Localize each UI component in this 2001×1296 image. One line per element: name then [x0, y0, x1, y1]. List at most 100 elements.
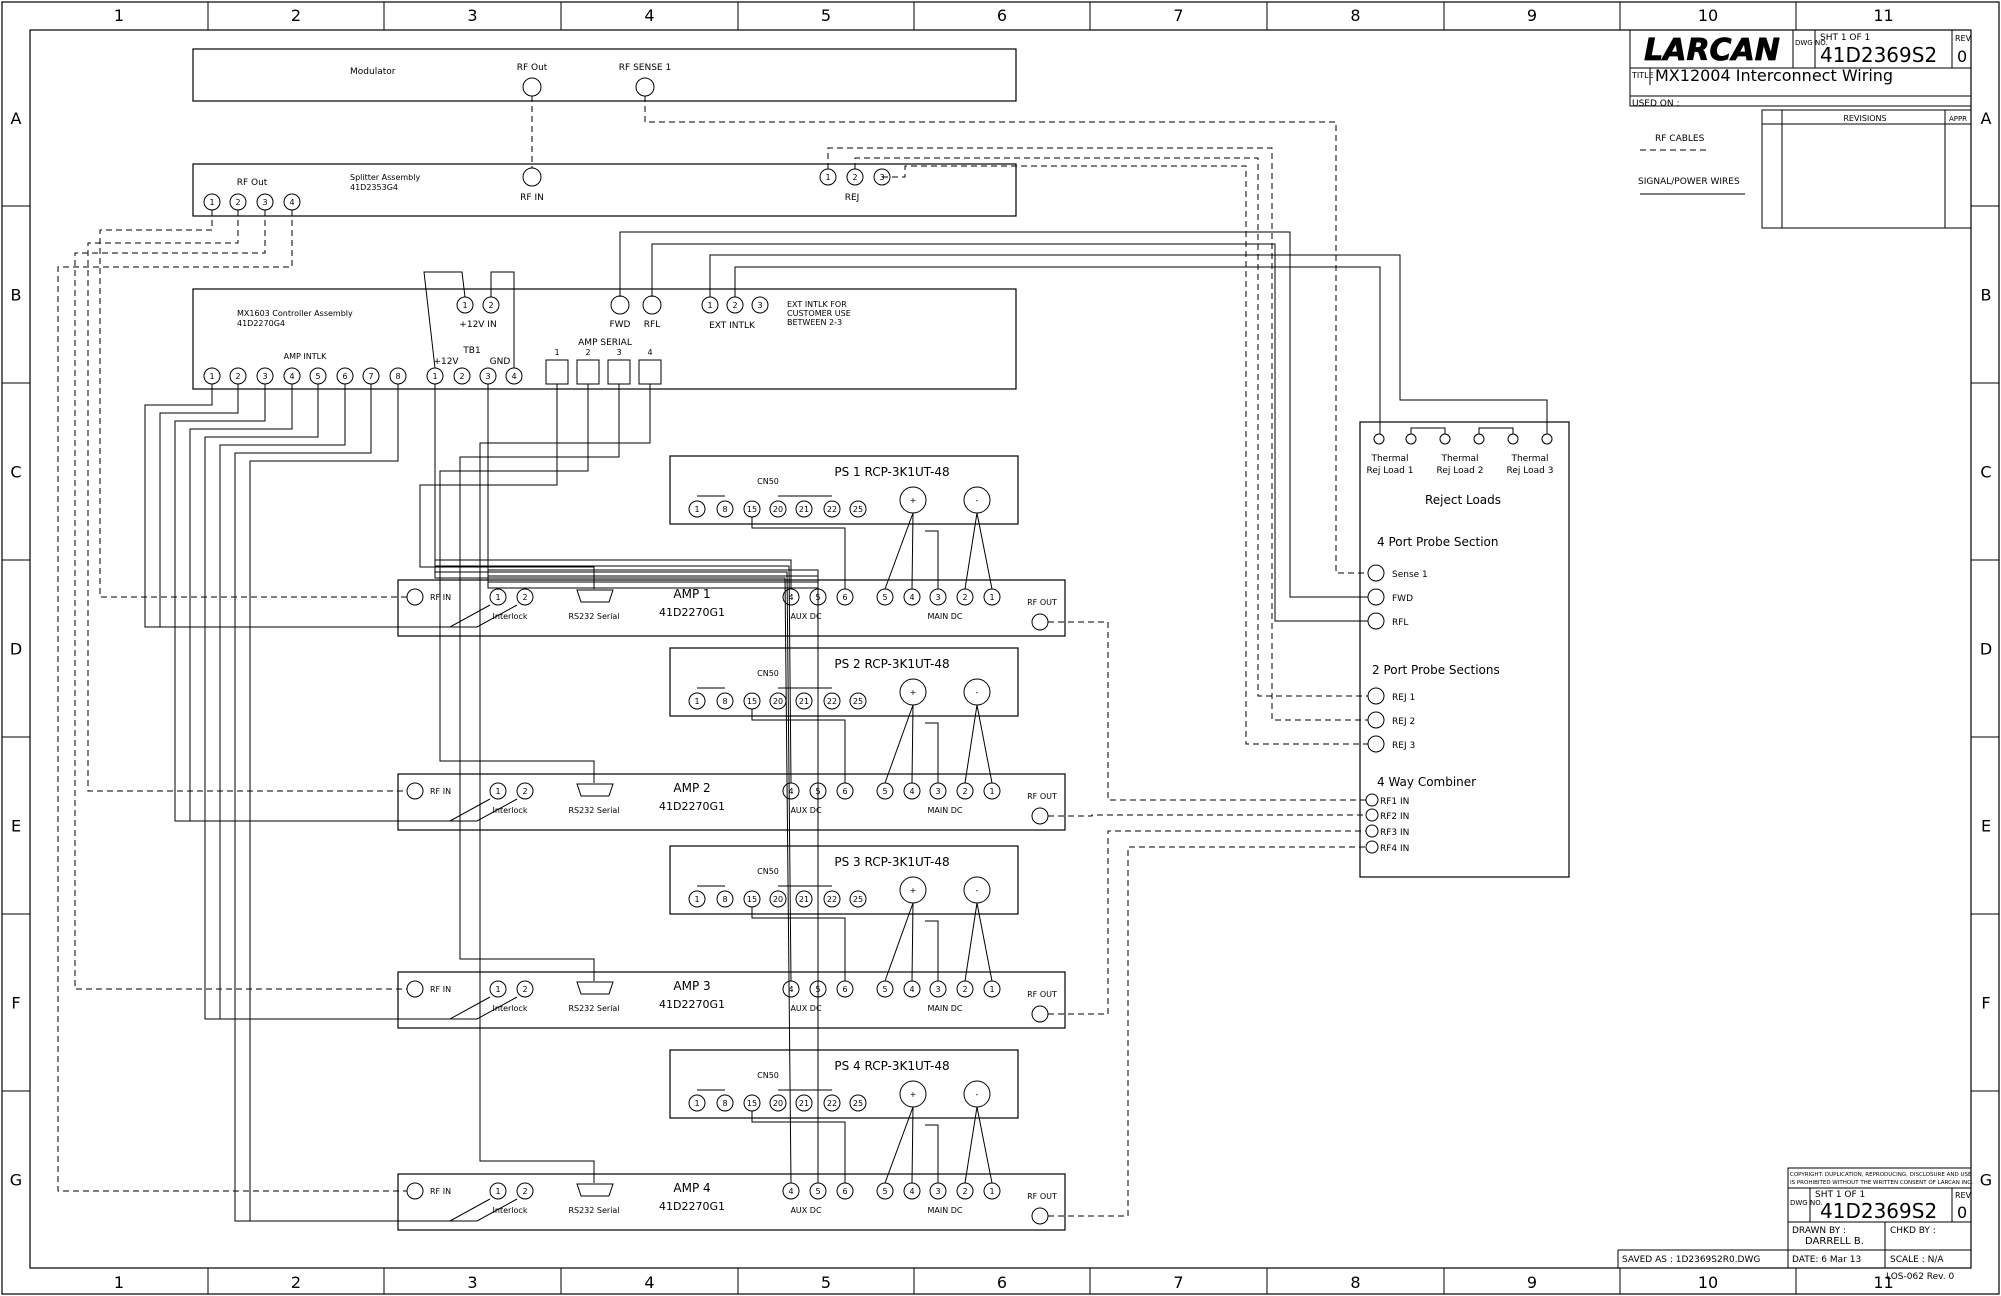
amp-serial-num-2: 2	[585, 348, 590, 357]
panel-rej-1-label: REJ 1	[1392, 693, 1415, 703]
splitter-out-pin-3-label: 3	[262, 198, 267, 207]
amp-serial-num-1: 1	[554, 348, 559, 357]
panel-fwd-connector-circle	[1367, 588, 1385, 606]
controller-intlk-pin-1-label: 1	[209, 372, 214, 381]
amp-3-box	[397, 971, 1066, 1029]
thermal-label-2: Thermal	[1440, 454, 1478, 464]
ext-note-3: BETWEEN 2-3	[787, 318, 842, 327]
ps-4-cn50-pin-20-label: 20	[773, 1099, 783, 1108]
probe4-title: 4 Port Probe Section	[1377, 535, 1499, 549]
grid-row-left-C: C	[10, 463, 21, 482]
ps-2-cn50-pin-25-label: 25	[853, 697, 863, 706]
amp-4-serial-connector	[576, 1183, 614, 1197]
amp-1-title: AMP 1	[673, 587, 710, 601]
panel-rfl-label: RFL	[1392, 618, 1408, 628]
amp-1-main-dc-pin-4-label: 4	[909, 593, 914, 602]
modulator-rf-out-label: RF Out	[517, 63, 548, 73]
controller-part: 41D2270G4	[237, 319, 285, 328]
grid-row-right-A: A	[1981, 109, 1992, 128]
amp-2-rf-out-connector-circle	[1031, 807, 1049, 825]
title-label: TITLE	[1631, 71, 1654, 80]
controller-fwd-connector-circle	[610, 295, 630, 315]
grid-col-bottom-9: 9	[1527, 1273, 1537, 1292]
wire-ps1-plus-b	[911, 512, 914, 590]
splitter-rej-pin-1-label: 1	[825, 173, 830, 182]
splitter-rf-out-label: RF Out	[237, 178, 268, 188]
wire-ps2-plus-b	[911, 704, 914, 784]
controller-rfl-connector-circle	[642, 295, 662, 315]
amp-4-rf-in-connector-circle	[406, 1182, 424, 1200]
grid-row-right-D: D	[1980, 640, 1992, 659]
panel-sense-connector-circle	[1367, 564, 1385, 582]
sheet-count-bottom: SHT 1 OF 1	[1815, 1190, 1865, 1200]
controller-intlk-pin-3-label: 3	[262, 372, 267, 381]
wire-ps2-minus-b	[976, 704, 993, 784]
panel-rej-3-label: REJ 3	[1392, 741, 1415, 751]
rfl-label: RFL	[644, 320, 660, 330]
grid-col-bottom-5: 5	[821, 1273, 831, 1292]
ps-1-minus-terminal-label: -	[976, 496, 979, 505]
amp-1-intlk-pin-2-label: 2	[522, 593, 527, 602]
controller-intlk-pin-4-label: 4	[289, 372, 294, 381]
ps-3-cn50-pin-1-circle	[688, 890, 706, 908]
amp-3-rf-in-connector-circle	[406, 980, 424, 998]
grid-row-left-G: G	[10, 1171, 22, 1190]
amp-2-aux-dc-pin-6-label: 6	[842, 787, 847, 796]
ps-1-title: PS 1 RCP-3K1UT-48	[834, 465, 949, 479]
checked-by: CHKD BY :	[1890, 1226, 1936, 1236]
controller-intlk-pin-6-label: 6	[342, 372, 347, 381]
wire-ps4-minus-b	[976, 1106, 993, 1184]
splitter-rf-in-label: RF IN	[520, 193, 544, 203]
drawing-scale: SCALE : N/A	[1890, 1255, 1944, 1265]
amp-1-rf-out-label: RF OUT	[1027, 598, 1057, 607]
splitter-title: Splitter Assembly	[350, 173, 420, 182]
thermal-label-1: Thermal	[1370, 454, 1408, 464]
panel-rej-3-connector-circle	[1367, 735, 1385, 753]
appr-header: APPR	[1949, 115, 1967, 123]
ps-3-plus-terminal-label: +	[910, 886, 917, 895]
amp-3-serial-label: RS232 Serial	[568, 1004, 619, 1013]
drawing-title: MX12004 Interconnect Wiring	[1655, 66, 1893, 85]
amp-4-part: 41D2270G1	[659, 1200, 725, 1213]
splitter-rej-label: REJ	[845, 193, 860, 203]
amp-4-aux-dc-pin-4-label: 4	[788, 1187, 793, 1196]
amp-2-rf-in-label: RF IN	[430, 787, 451, 796]
amp-3-part: 41D2270G1	[659, 998, 725, 1011]
grid-row-left-F: F	[11, 994, 20, 1013]
amp-2-aux-dc-label: AUX DC	[790, 806, 822, 815]
amp-2-main-dc-pin-5-label: 5	[882, 787, 887, 796]
grid-col-top-2: 2	[291, 6, 301, 25]
ps-2-cn50-pin-22-circle	[823, 692, 841, 710]
panel-rej-1-connector-circle	[1367, 687, 1385, 705]
rev-label-bottom: REV	[1955, 1191, 1972, 1200]
ps-3-cn50-label: CN50	[757, 867, 779, 876]
ps-1-cn50-pin-8-label: 8	[722, 505, 727, 514]
grid-col-top-5: 5	[821, 6, 831, 25]
rf-rej3-cable	[882, 165, 1368, 745]
sense1-label: Sense 1	[1392, 570, 1428, 580]
ps-2-cn50-pin-21-circle	[795, 692, 813, 710]
combiner-rf1-in-connector-circle	[1365, 793, 1379, 807]
amp-2-serial-label: RS232 Serial	[568, 806, 619, 815]
amp-4-main-dc-pin-2-label: 2	[962, 1187, 967, 1196]
combiner-rf1-in-label: RF1 IN	[1380, 797, 1409, 807]
rf-amp3-out	[1048, 830, 1366, 1015]
controller-ext-intlk-pin-2-label: 2	[732, 301, 737, 310]
ps-1-plus-terminal-label: +	[910, 496, 917, 505]
amp-2-intlk-pin-1-circle	[489, 782, 507, 800]
form-number: LOS-062 Rev. 0	[1886, 1272, 1955, 1282]
wire-serial-3	[459, 384, 620, 981]
amp-1-aux-dc-pin-6-label: 6	[842, 593, 847, 602]
thermal-contact-4-circle	[1473, 433, 1485, 445]
amp-4-main-dc-pin-4-label: 4	[909, 1187, 914, 1196]
ps-1-cn50-pin-20-circle	[769, 500, 787, 518]
combiner-rf4-in-label: RF4 IN	[1380, 844, 1409, 854]
controller-tb1-pin-1-label: 1	[432, 372, 437, 381]
drawing-date: DATE: 6 Mar 13	[1792, 1255, 1861, 1265]
amp-2-main-dc-pin-2-label: 2	[962, 787, 967, 796]
wire-gnd-aux-4	[487, 384, 819, 1183]
grid-col-bottom-2: 2	[291, 1273, 301, 1292]
amp-1-intlk-pin-2-circle	[516, 588, 534, 606]
wire-ps1-plus-a	[884, 512, 914, 590]
